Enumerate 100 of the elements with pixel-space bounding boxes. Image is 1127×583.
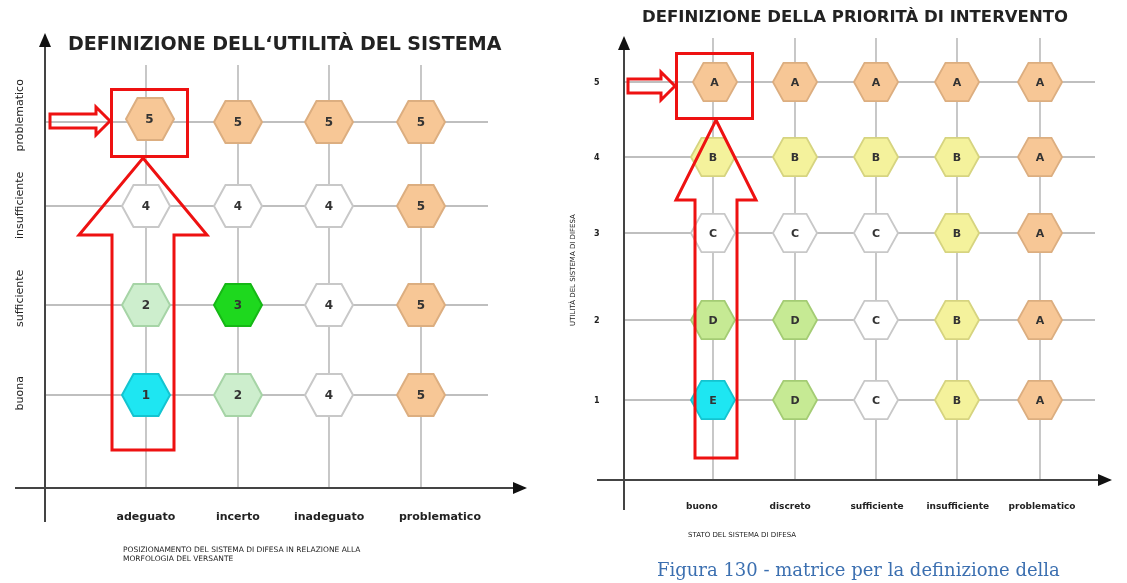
hexagon-marker <box>304 373 354 417</box>
hexagon-marker <box>304 184 354 228</box>
hexagon-value: B <box>870 151 882 163</box>
hexagon-value: D <box>789 394 801 406</box>
hexagon-marker <box>1017 380 1063 420</box>
hexagon-value: A <box>951 76 963 88</box>
axis-tick-label: buona <box>13 375 27 410</box>
hexagon-marker <box>690 300 736 340</box>
hexagon-value: 4 <box>323 200 335 212</box>
hexagon-value: A <box>1034 151 1046 163</box>
hexagon-value: C <box>789 227 801 239</box>
hexagon-marker <box>213 283 263 327</box>
hexagon-value: C <box>707 227 719 239</box>
hexagon-value: A <box>870 76 882 88</box>
hexagon-marker <box>853 62 899 102</box>
hexagon-value: B <box>951 227 963 239</box>
hexagon-marker <box>934 380 980 420</box>
hexagon-value: 2 <box>232 389 244 401</box>
hexagon-value: 3 <box>232 299 244 311</box>
axis-tick-label: sufficiente <box>850 501 904 512</box>
hexagon-value: E <box>708 394 718 406</box>
hexagon-marker <box>934 213 980 253</box>
hexagon-marker <box>304 283 354 327</box>
hexagon-value: 4 <box>323 389 335 401</box>
axis-tick-label: 3 <box>594 228 600 238</box>
block-arrow <box>75 155 211 452</box>
hexagon-value: A <box>1034 394 1046 406</box>
hexagon-marker <box>1017 300 1063 340</box>
hexagon-value: D <box>789 314 801 326</box>
hexagon-marker <box>396 283 446 327</box>
hexagon-value: D <box>707 314 719 326</box>
hexagon-value: B <box>951 151 963 163</box>
hexagon-marker <box>690 213 736 253</box>
hexagon-marker <box>934 137 980 177</box>
hexagon-marker <box>934 300 980 340</box>
hexagon-marker <box>690 137 736 177</box>
hexagon-value: 5 <box>415 116 427 128</box>
hexagon-marker <box>934 62 980 102</box>
axis-tick-label: adeguato <box>116 510 176 524</box>
hexagon-marker <box>853 137 899 177</box>
axis-tick-label: 5 <box>594 77 600 87</box>
hexagon-marker <box>690 380 736 420</box>
hexagon-marker <box>853 300 899 340</box>
hexagon-value: A <box>1034 314 1046 326</box>
hexagon-marker <box>772 213 818 253</box>
hexagon-marker <box>772 300 818 340</box>
hexagon-marker <box>124 97 175 141</box>
axis-tick-label: problematico <box>13 78 27 151</box>
axis-tick-label: 1 <box>594 395 600 405</box>
hexagon-marker <box>396 373 446 417</box>
hexagon-value: 4 <box>232 200 244 212</box>
axis-tick-label: 4 <box>594 152 600 162</box>
figure-caption: Figura 130 - matrice per la definizione della <box>657 560 1060 581</box>
hexagon-marker <box>853 380 899 420</box>
hexagon-marker <box>772 380 818 420</box>
hexagon-value: 5 <box>415 200 427 212</box>
hexagon-value: 1 <box>140 389 152 401</box>
hexagon-marker <box>121 184 171 228</box>
hexagon-marker <box>772 137 818 177</box>
hexagon-value: C <box>870 394 882 406</box>
hexagon-value: 5 <box>323 116 335 128</box>
hexagon-value: 4 <box>323 299 335 311</box>
axis-tick-label: problematico <box>399 510 481 524</box>
hexagon-marker <box>772 62 818 102</box>
highlight-frame <box>110 88 189 158</box>
hexagon-value: B <box>951 314 963 326</box>
block-arrow <box>626 68 678 104</box>
chart-title: DEFINIZIONE DELL‘UTILITÀ DEL SISTEMA <box>68 33 502 55</box>
hexagon-marker <box>691 62 738 102</box>
hexagon-marker <box>304 100 354 144</box>
chart-title: DEFINIZIONE DELLA PRIORITÀ DI INTERVENTO <box>642 8 1068 27</box>
block-arrow <box>48 103 113 139</box>
hexagon-value: A <box>1034 227 1046 239</box>
highlight-frame <box>675 52 754 120</box>
hexagon-value: 4 <box>140 200 152 212</box>
hexagon-marker <box>396 184 446 228</box>
axis-tick-label: sufficiente <box>13 269 27 327</box>
hexagon-value: A <box>1034 76 1046 88</box>
hexagon-marker <box>121 373 171 417</box>
hexagon-marker <box>1017 62 1063 102</box>
hexagon-value: B <box>789 151 801 163</box>
axis-tick-label: discreto <box>769 501 811 512</box>
hexagon-value: B <box>951 394 963 406</box>
hexagon-marker <box>1017 213 1063 253</box>
axis-tick-label: 2 <box>594 315 600 325</box>
hexagon-marker <box>213 373 263 417</box>
hexagon-value: C <box>870 314 882 326</box>
hexagon-marker <box>121 283 171 327</box>
axis-tick-label: inadeguato <box>294 510 365 524</box>
axis-tick-label: buono <box>686 501 718 512</box>
axis-tick-label: insufficiente <box>13 171 27 239</box>
hexagon-value: 5 <box>415 389 427 401</box>
hexagon-marker <box>213 100 263 144</box>
hexagon-marker <box>853 213 899 253</box>
hexagon-value: 5 <box>144 113 155 125</box>
hexagon-value: B <box>707 151 719 163</box>
hexagon-value: C <box>870 227 882 239</box>
hexagon-value: A <box>789 76 801 88</box>
hexagon-value: A <box>709 76 720 88</box>
axis-tick-label: insufficiente <box>926 501 990 512</box>
